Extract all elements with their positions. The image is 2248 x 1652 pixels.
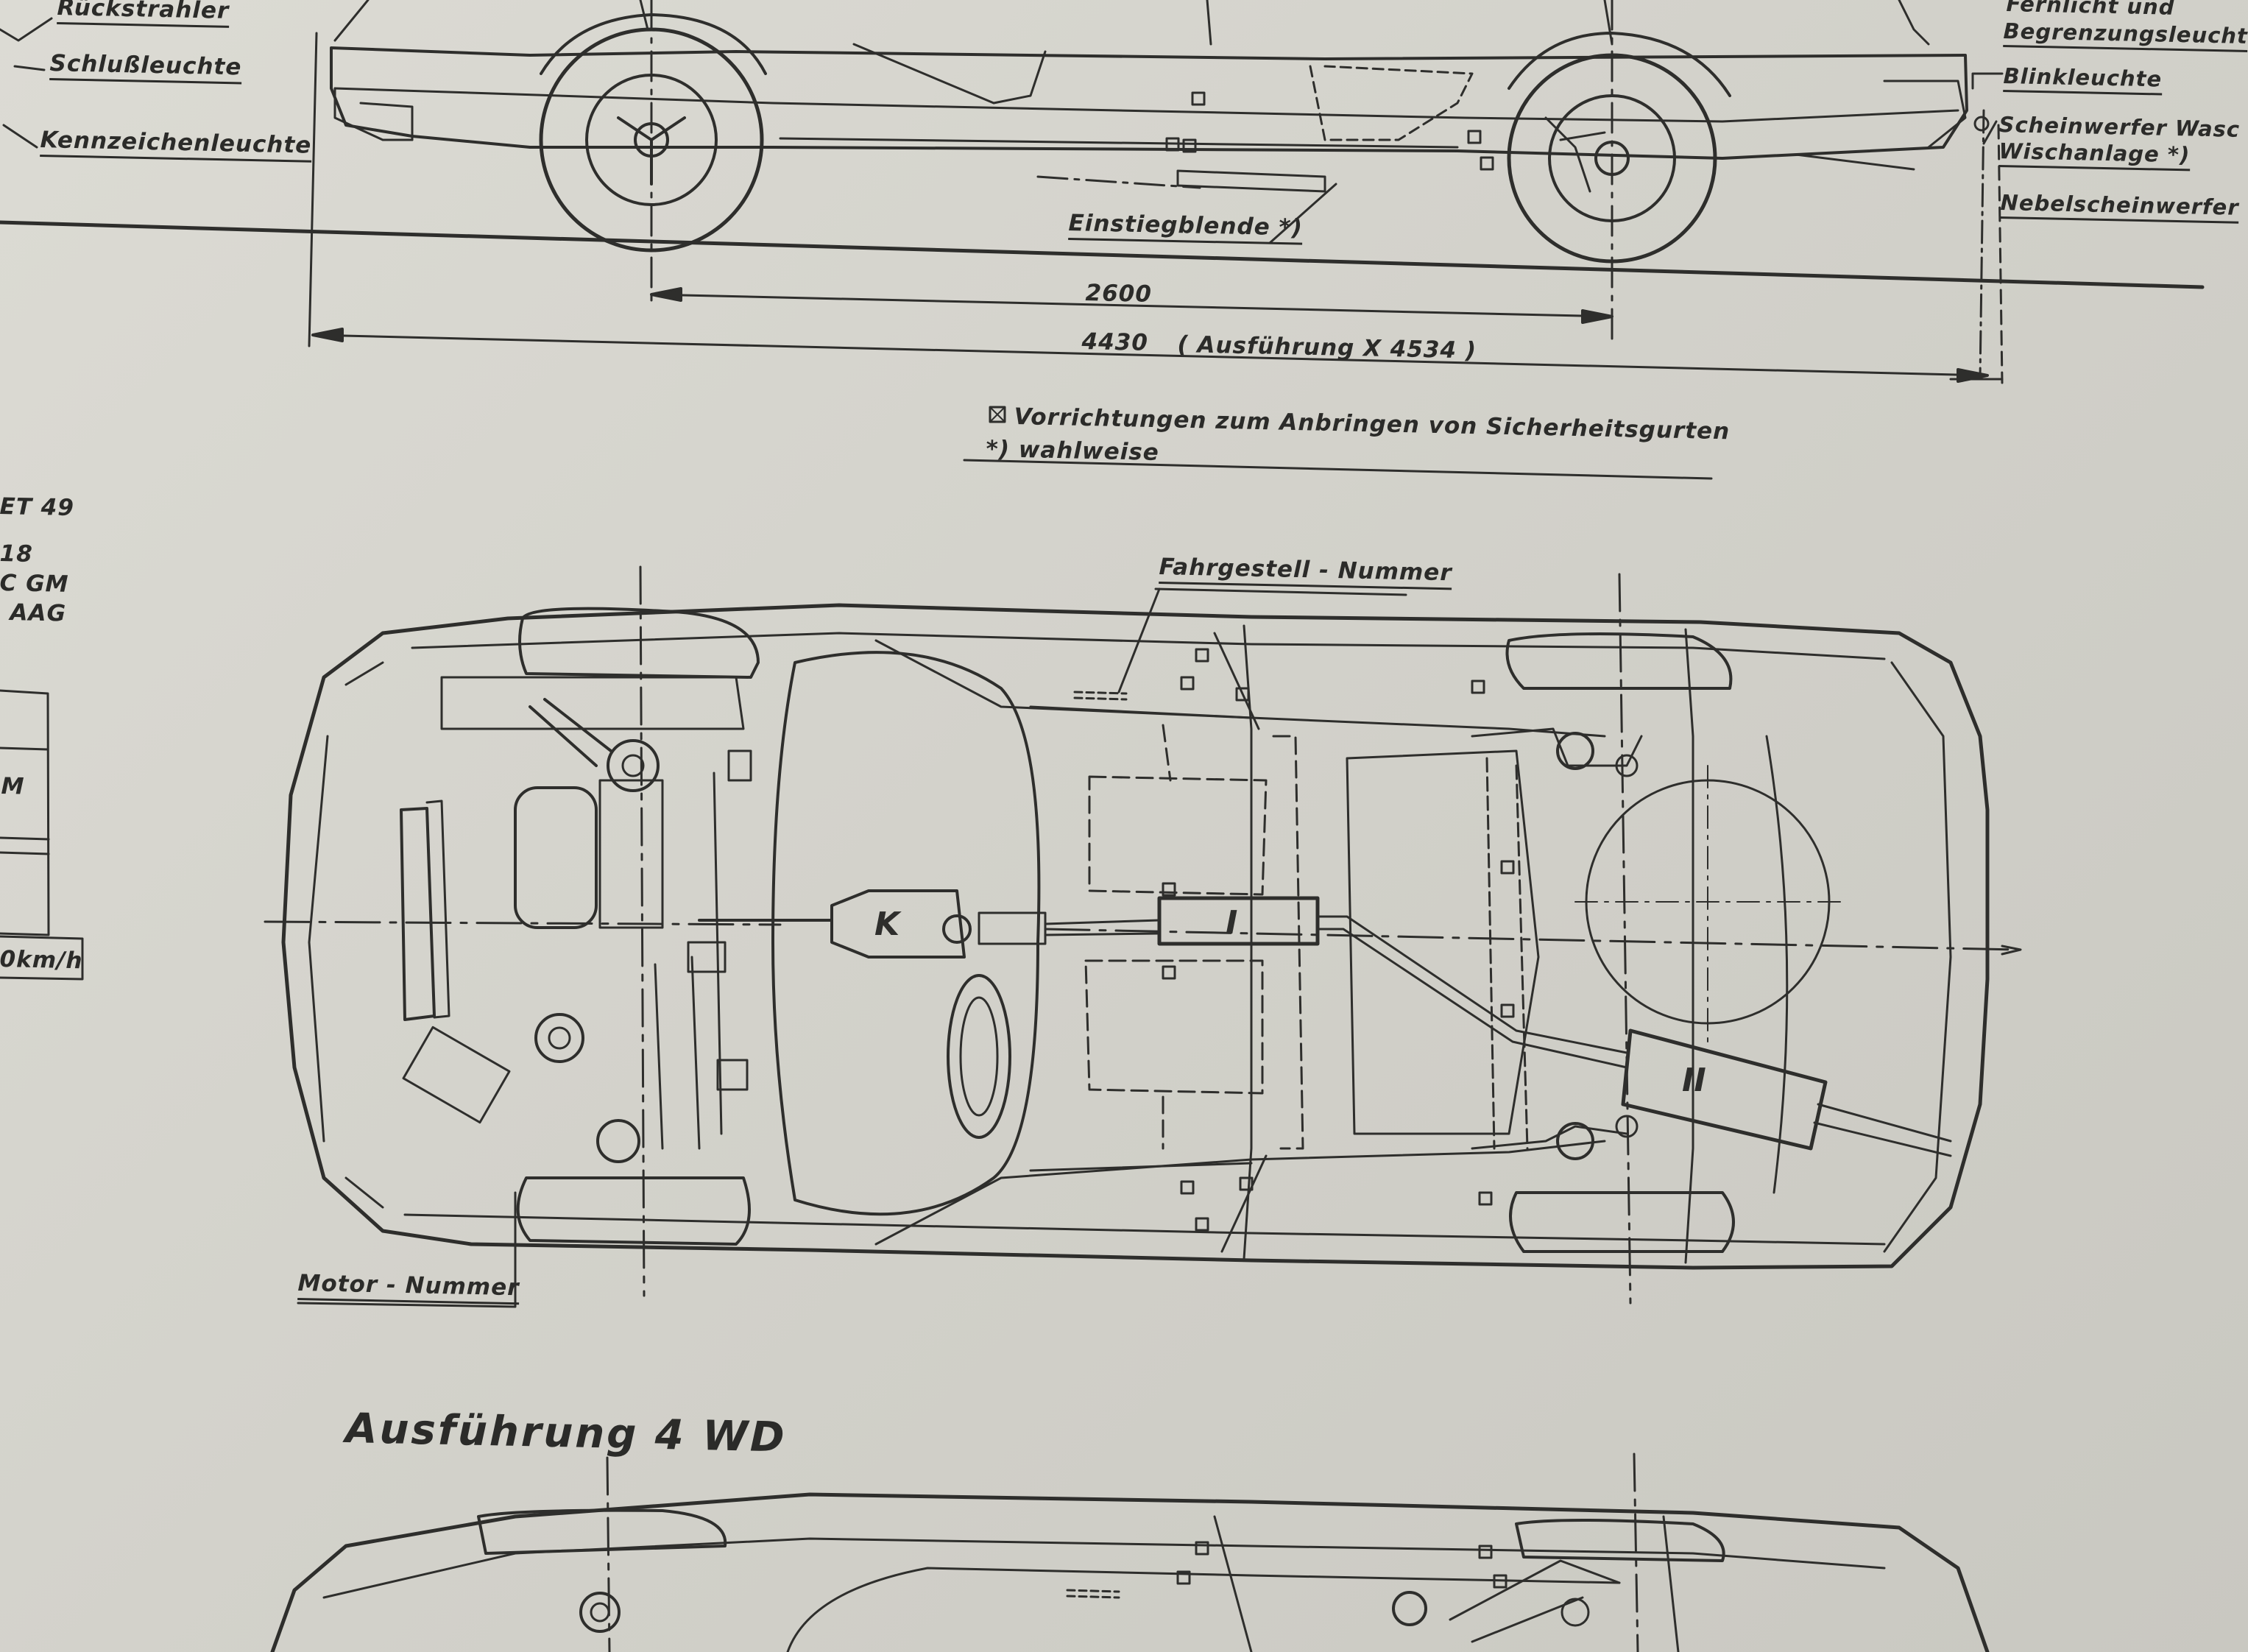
label-nebelscheinwerfer: Nebelscheinwerfer [2000,190,2239,224]
variant-heading-4wd: Ausführung 4 WD [344,1405,788,1462]
dimension-length: 4430 [1081,328,1149,356]
label-fahrgestell-nummer: Fahrgestell - Nummer [1159,554,1452,590]
front-muffler-mark: I [1226,904,1237,942]
note-optional: *) wahlweise [986,436,1160,466]
rear-muffler [1621,1028,1828,1151]
rear-muffler-mark: II [1682,1062,1706,1099]
label-einstiegblende: Einstiegblende *) [1068,210,1304,245]
fragment-line2: 18 [0,540,34,568]
fragment-speed: 0km/h [0,946,83,975]
label-fernlicht-line2: Begrenzungsleucht [2003,18,2248,52]
fragment-line3: C GM [0,570,69,598]
fragment-table-cell: M [1,773,25,800]
front-muffler [1157,896,1320,946]
label-rueckstrahler: Rückstrahler [57,0,230,28]
top-view-car [264,565,2022,1308]
catalyst-mark: K [874,906,902,943]
label-scheinwerfer-line1: Scheinwerfer Wasc [1998,112,2241,142]
top-view-4wd-car [270,1452,1990,1652]
side-view-car [0,0,2205,384]
fragment-line1: ET 49 [0,493,75,522]
label-scheinwerfer-line2: Wischanlage *) [1998,138,2191,172]
seatbelt-anchor-symbol [989,406,1006,423]
fragment-line4: AAG [10,599,67,627]
label-kennzeichenleuchte: Kennzeichenleuchte [40,127,312,163]
spec-table-fragment [0,689,84,981]
label-blinkleuchte: Blinkleuchte [2003,63,2163,96]
label-motor-nummer: Motor - Nummer [297,1270,520,1305]
dimension-wheelbase: 2600 [1085,280,1153,308]
label-schlussleuchte: Schlußleuchte [49,50,242,85]
catalyst [830,889,966,959]
